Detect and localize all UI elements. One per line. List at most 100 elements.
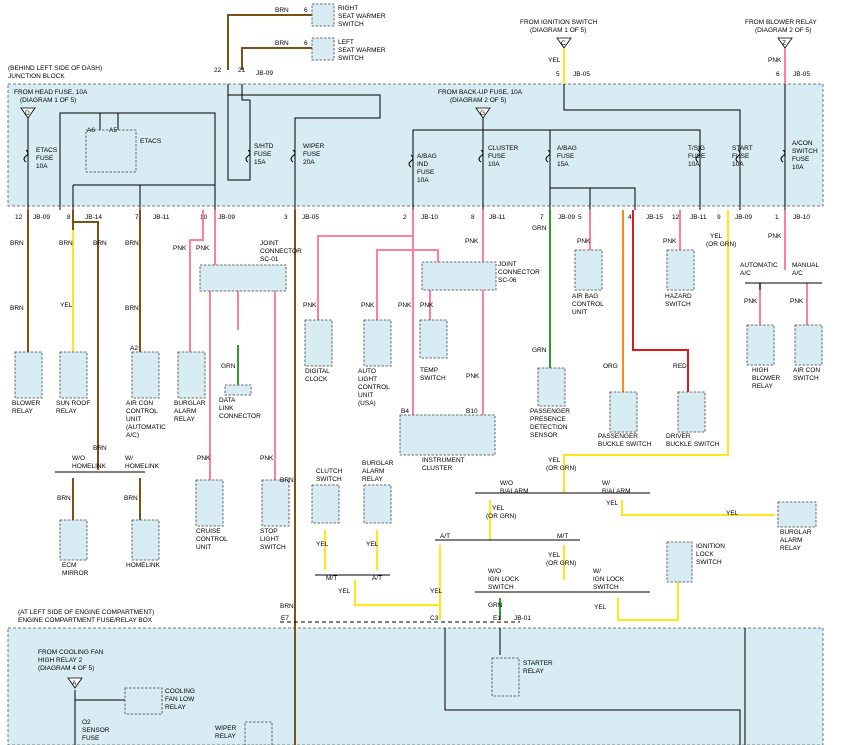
mt-label-2: M/T xyxy=(326,575,337,582)
blower-relay xyxy=(14,351,43,399)
clock-label-1: CLOCK xyxy=(305,376,328,383)
pin-jb01: JB-01 xyxy=(514,615,531,622)
lbl-pnk-blower: PNK xyxy=(768,57,782,64)
sc01-label-0: JOINT xyxy=(260,240,279,247)
wire-label-14: GRN xyxy=(221,363,236,370)
jb-pin-num-5: 2 xyxy=(403,214,407,221)
backup-fuse-1: FROM BACK-UP FUSE, 10A xyxy=(438,89,523,96)
left-seat-warmer-switch xyxy=(311,37,335,61)
bus-shtd2 xyxy=(241,84,250,101)
sc01-label-1: CONNECTOR xyxy=(260,248,302,255)
w-homelink-label-0: W/ xyxy=(125,455,133,462)
conn-a: A xyxy=(72,680,77,687)
pin-22: 22 xyxy=(214,67,222,74)
etacs-pin-a6: A6 xyxy=(87,127,95,134)
manual-ac-label-1: A/C xyxy=(792,270,803,277)
wire-label-7: BRN xyxy=(93,445,107,452)
bus-shtd xyxy=(227,84,251,181)
fuse-label-8-3: 10A xyxy=(792,164,804,171)
temp-label-0: TEMP xyxy=(420,367,438,374)
joint-connector-sc06 xyxy=(421,261,497,291)
wire-label-25: PNK xyxy=(577,238,591,245)
fuse-label-5-1: FUSE xyxy=(557,153,575,160)
wire-label-43: YEL xyxy=(594,604,607,611)
pin-e7: E7 xyxy=(281,615,289,622)
auto-light-control-unit xyxy=(363,319,392,367)
fuse-label-2-0: WIPER xyxy=(303,143,325,150)
cruise-label-2: UNIT xyxy=(196,544,211,551)
o2-label-2: FUSE xyxy=(82,735,100,742)
jb-pin-num-6: 8 xyxy=(471,214,475,221)
burglar2-label-2: RELAY xyxy=(362,476,383,483)
homelink xyxy=(131,519,160,561)
from-ign-1: FROM IGNITION SWITCH xyxy=(520,19,598,26)
w-ignlock-label-2: SWITCH xyxy=(593,584,619,591)
pin-b4: B4 xyxy=(401,408,409,415)
jb-pin-num-10: 12 xyxy=(672,214,680,221)
wire-label-29: YEL xyxy=(710,233,723,240)
connector-g-icon xyxy=(475,107,491,119)
aircon-ctl-label-1: CONTROL xyxy=(126,408,158,415)
wire-label-34: YEL xyxy=(492,505,505,512)
sc06-label-1: CONNECTOR xyxy=(498,269,540,276)
ignlock-label-1: LOCK xyxy=(696,551,714,558)
wire-label-3: BRN xyxy=(93,240,107,247)
presence-label-0: PASSENGER xyxy=(530,408,570,415)
burglar3-label-1: ALARM xyxy=(780,537,802,544)
wire-clock-pnk xyxy=(317,210,414,320)
ignition-lock-switch xyxy=(666,541,693,583)
wire-label-42: GRN xyxy=(488,602,503,609)
burglar-alarm-relay xyxy=(177,351,206,399)
rsw-3: SWITCH xyxy=(338,21,364,28)
wire-label-11: PNK xyxy=(196,245,210,252)
fuse-labels: ETACSFUSE10AS/HTDFUSE15AWIPERFUSE20AA/BA… xyxy=(36,140,818,184)
starter-relay xyxy=(491,657,520,697)
fuse-label-4-2: 10A xyxy=(488,161,500,168)
fuse-label-1-2: 15A xyxy=(254,159,266,166)
wire-label-9: BRN xyxy=(124,495,138,502)
autolight-label-2: CONTROL xyxy=(358,384,390,391)
bus-wiper xyxy=(228,94,381,210)
w-ignlock-label-0: W/ xyxy=(593,568,601,575)
ignlock-label-2: SWITCH xyxy=(696,559,722,566)
wire-label-24: GRN xyxy=(532,347,547,354)
fuse-label-1-0: S/HTD xyxy=(254,143,274,150)
mt-label: M/T xyxy=(557,533,568,540)
jb-pin-conn-1: JB-14 xyxy=(85,214,102,221)
cooling-fan-low-relay xyxy=(124,687,163,715)
aircon-ctl-label-3: (AUTOMATIC xyxy=(126,424,166,431)
cooling-low-label-1: FAN LOW xyxy=(165,696,195,703)
w-homelink-label-1: HOMELINK xyxy=(125,463,160,470)
aircon-ctl-label-4: A/C) xyxy=(126,432,139,439)
drvbuckle-label-1: BUCKLE SWITCH xyxy=(666,441,720,448)
etacs-label: ETACS xyxy=(140,138,162,145)
wiper-relay xyxy=(244,721,273,745)
wiper-relay-label-0: WIPER xyxy=(215,725,237,732)
rsw-2: SEAT WARMER xyxy=(338,13,386,20)
jb-pin-num-1: 8 xyxy=(67,214,71,221)
head-fuse-1: FROM HEAD FUSE, 10A xyxy=(14,89,88,96)
head-fuse-2: (DIAGRAM 1 OF 5) xyxy=(20,97,76,104)
wire-label-31: PNK xyxy=(744,298,758,305)
passenger-buckle-switch xyxy=(609,391,638,433)
jb-pin-conn-11: JB-09 xyxy=(735,214,752,221)
etacs-module xyxy=(85,129,137,173)
highblower-label-1: BLOWER xyxy=(752,375,780,382)
wire-label-26: ORG xyxy=(603,363,618,370)
presence-label-3: SENSOR xyxy=(530,432,558,439)
burglar-label-1: ALARM xyxy=(174,408,196,415)
pin-a2: A2 xyxy=(130,345,138,352)
passenger-presence-sensor xyxy=(537,367,566,407)
wire-label-12: PNK xyxy=(197,455,211,462)
connector-c-icon xyxy=(556,37,572,49)
burglar3-label-2: RELAY xyxy=(780,545,801,552)
autolight-label-4: (USA) xyxy=(358,400,376,407)
lbl-brn-2: BRN xyxy=(275,40,289,47)
wire-label-orgrn-1: (OR GRN) xyxy=(546,465,576,472)
airbag-label-0: AIR BAG xyxy=(572,293,598,300)
fuse-label-7-1: FUSE xyxy=(732,153,750,160)
from-cooling-label-1: HIGH RELAY 2 xyxy=(38,657,83,664)
from-ign-2: (DIAGRAM 1 OF 5) xyxy=(530,27,586,34)
fuse-label-6-2: 10A xyxy=(688,161,700,168)
jb-pin-conn-6: JB-11 xyxy=(489,214,506,221)
